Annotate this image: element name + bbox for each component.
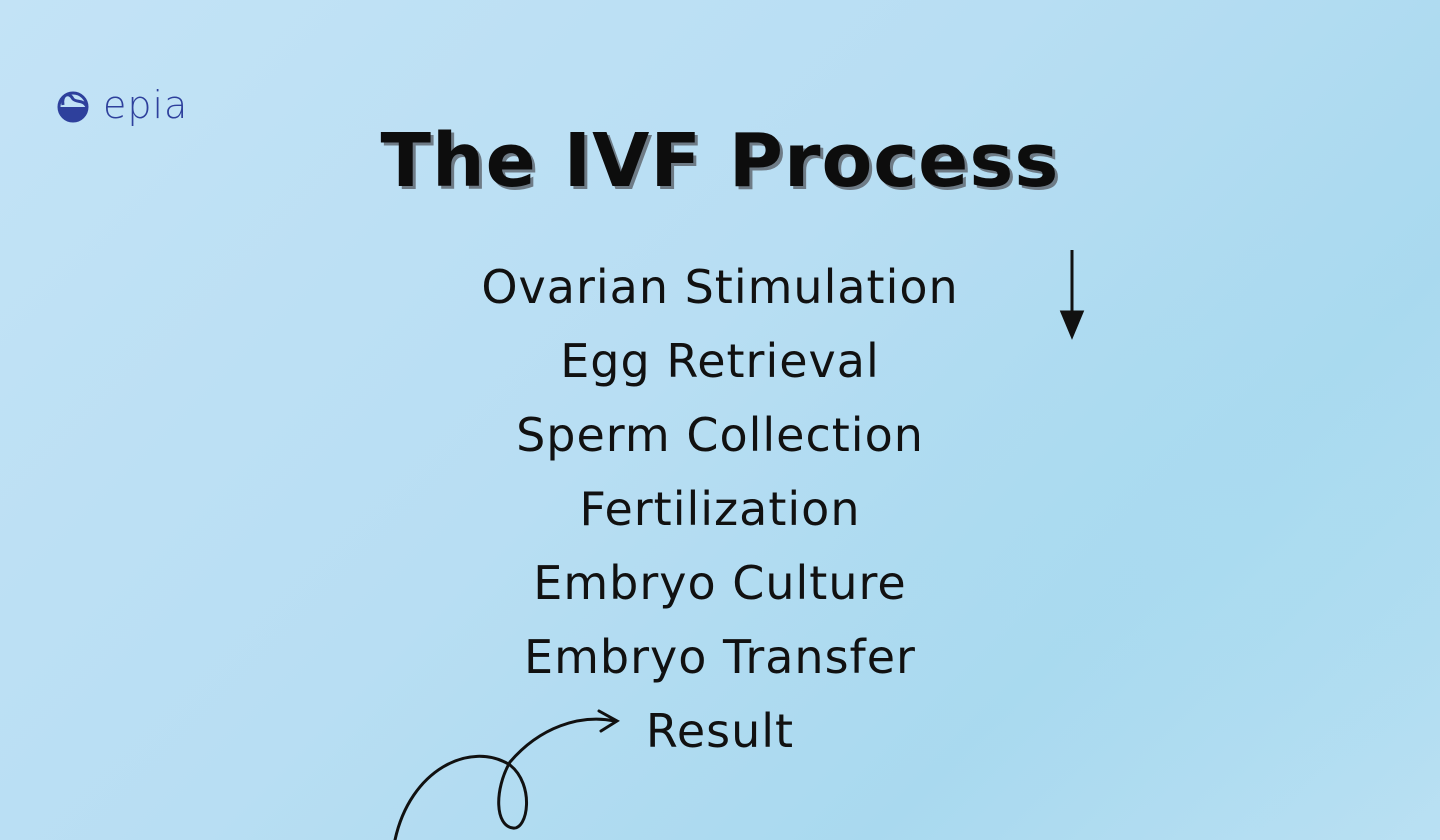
step-item: Fertilization (579, 482, 861, 536)
epia-logo-icon (57, 91, 89, 123)
down-arrow-icon (1059, 250, 1085, 340)
page-title: The IVF Process (380, 118, 1060, 204)
step-item: Sperm Collection (516, 408, 924, 462)
curly-arrow-icon (393, 709, 620, 840)
step-item: Egg Retrieval (560, 334, 880, 388)
background-glow (740, 220, 1440, 840)
process-steps: Ovarian Stimulation Egg Retrieval Sperm … (0, 250, 1440, 768)
brand-name: epia (103, 83, 189, 127)
step-item: Result (645, 704, 795, 758)
step-item: Ovarian Stimulation (481, 260, 959, 314)
step-item: Embryo Culture (533, 556, 907, 610)
brand-logo: epia (55, 86, 188, 124)
step-item: Embryo Transfer (524, 630, 916, 684)
